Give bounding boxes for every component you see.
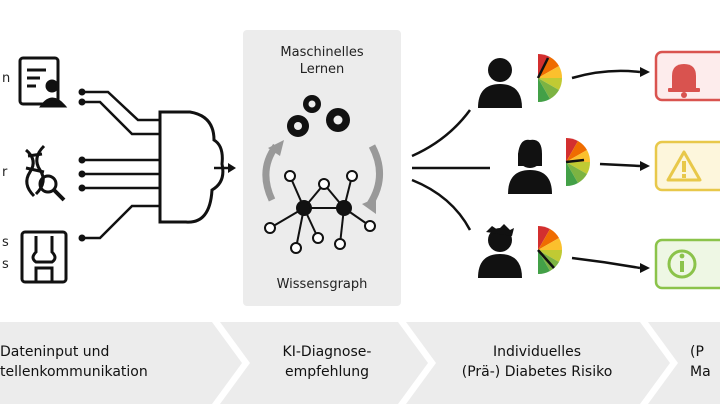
process-stages bbox=[0, 322, 720, 404]
ml-panel-title: Maschinelles Lernen bbox=[252, 44, 392, 78]
risk-branch-lines bbox=[411, 109, 490, 231]
person-low-risk bbox=[478, 224, 563, 278]
alert-box-yellow bbox=[654, 140, 720, 192]
person-high-risk bbox=[478, 53, 563, 108]
stage-4-line1: (P bbox=[690, 344, 704, 360]
stage-4-line2: Ma bbox=[690, 364, 711, 380]
dna-search-icon bbox=[24, 144, 66, 202]
risk-gauge-high bbox=[536, 53, 563, 103]
ml-panel bbox=[243, 30, 401, 306]
left-label-3: s bbox=[2, 235, 9, 250]
person-medium-risk bbox=[508, 137, 591, 194]
knowledge-graph-icon bbox=[264, 170, 376, 254]
info-icon bbox=[667, 249, 697, 279]
stage-label-2: KI-Diagnose- empfehlung bbox=[252, 342, 402, 382]
risk-gauge-medium bbox=[565, 137, 591, 187]
stage-1-line2: tellenkommunikation bbox=[0, 364, 148, 380]
warning-icon bbox=[666, 150, 702, 182]
stage-label-4: (P Ma bbox=[690, 342, 720, 382]
alert-box-red bbox=[654, 50, 720, 102]
stage-3-line1: Individuelles bbox=[492, 344, 581, 360]
document-person-icon bbox=[18, 56, 68, 108]
input-connectors bbox=[82, 90, 160, 240]
knee-xray-icon bbox=[20, 230, 68, 284]
stage-2-line1: KI-Diagnose- bbox=[282, 344, 372, 360]
stage-chevron-3 bbox=[406, 322, 670, 404]
left-label-2: r bbox=[2, 165, 8, 180]
alarm-bell-icon bbox=[668, 64, 700, 98]
gears-icon bbox=[287, 95, 350, 137]
left-label-4: s bbox=[2, 257, 9, 272]
stage-chevron-2 bbox=[220, 322, 428, 404]
stage-chevron-1 bbox=[0, 322, 242, 404]
knowledge-graph-label: Wissensgraph bbox=[276, 277, 368, 292]
alert-box-green bbox=[654, 238, 720, 290]
gate-output-arrow bbox=[214, 163, 236, 173]
left-label-1: n bbox=[2, 71, 10, 86]
stage-3-line2: (Prä-) Diabetes Risiko bbox=[461, 364, 613, 380]
stage-label-1: Dateninput und tellenkommunikation bbox=[0, 342, 190, 382]
ai-brain-icon bbox=[158, 110, 225, 224]
stage-1-line1: Dateninput und bbox=[0, 344, 110, 360]
stage-2-line2: empfehlung bbox=[284, 364, 370, 380]
output-arrows bbox=[571, 69, 641, 270]
stage-chevron-4 bbox=[648, 322, 720, 404]
ml-title-line2: Lernen bbox=[299, 62, 345, 77]
ml-title-line1: Maschinelles bbox=[280, 45, 364, 60]
stage-label-3: Individuelles (Prä-) Diabetes Risiko bbox=[432, 342, 642, 382]
risk-gauge-low bbox=[537, 225, 563, 275]
